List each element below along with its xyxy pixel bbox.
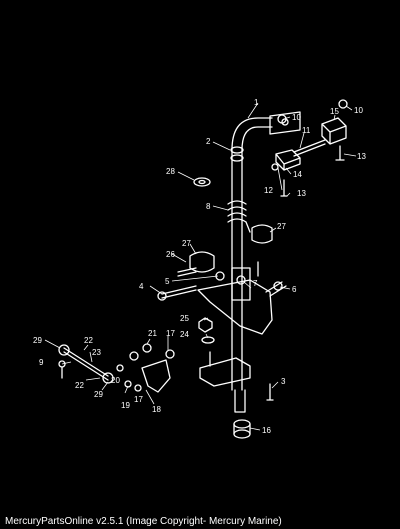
callout-9: 9 [39, 358, 44, 367]
callout-24: 24 [180, 330, 189, 339]
block-14 [275, 149, 301, 171]
callout-6: 6 [292, 285, 297, 294]
callout-23: 23 [92, 348, 101, 357]
fitting-6 [265, 281, 287, 297]
callout-12: 12 [264, 186, 273, 195]
callout-22-b: 22 [75, 381, 84, 390]
callout-18: 18 [152, 405, 161, 414]
copyright-footer: MercuryPartsOnline v2.5.1 (Image Copyrig… [5, 516, 282, 527]
pin-3 [266, 383, 274, 401]
callout-13-a: 13 [297, 189, 306, 198]
cam-18 [141, 359, 171, 393]
callout-1: 1 [254, 98, 259, 107]
hardware-17-20-21 [116, 343, 175, 392]
washer-24 [201, 336, 215, 344]
callout-29-b: 29 [94, 390, 103, 399]
screw-12-13 [271, 163, 288, 197]
nut-10-a [277, 114, 287, 124]
callout-8: 8 [206, 202, 211, 211]
callout-26: 26 [166, 250, 175, 259]
callout-7: 7 [253, 279, 258, 288]
lever-bracket-7 [197, 267, 273, 335]
callout-10-b: 10 [354, 106, 363, 115]
washer-28 [193, 177, 211, 187]
linkage-22-23 [58, 344, 114, 384]
bolt-4 [157, 285, 197, 301]
callout-15: 15 [330, 107, 339, 116]
callout-11: 11 [302, 126, 311, 135]
main-shaft [230, 117, 273, 391]
link-rod-11 [293, 139, 326, 157]
callout-17-a: 17 [166, 329, 175, 338]
callout-13-b: 13 [357, 152, 366, 161]
callout-27-a: 27 [182, 239, 191, 248]
callout-19: 19 [121, 401, 130, 410]
callout-10-a: 10 [292, 113, 301, 122]
callout-labels: 1 2 3 4 5 6 7 8 9 10 10 11 12 13 13 14 1… [33, 98, 366, 435]
callout-29-a: 29 [33, 336, 42, 345]
callout-25: 25 [180, 314, 189, 323]
callout-22-a: 22 [84, 336, 93, 345]
nut-25 [198, 317, 213, 333]
callout-14: 14 [293, 170, 302, 179]
callout-27-b: 27 [277, 222, 286, 231]
nut-10-b [338, 99, 348, 109]
clamp-27 [189, 224, 273, 273]
shaft-collar [234, 389, 246, 413]
screw-26 [177, 267, 197, 277]
screw-9 [58, 360, 66, 379]
callout-2: 2 [206, 137, 211, 146]
bushing-16 [233, 419, 251, 439]
callout-16: 16 [262, 426, 271, 435]
callout-21: 21 [148, 329, 157, 338]
spring-8 [227, 200, 251, 233]
callout-3: 3 [281, 377, 286, 386]
callout-4: 4 [139, 282, 144, 291]
leader-lines [44, 102, 357, 431]
callout-28: 28 [166, 167, 175, 176]
connector-15 [321, 117, 347, 161]
callout-5: 5 [165, 277, 170, 286]
lower-arm-bracket [199, 351, 251, 387]
callout-17-b: 17 [134, 395, 143, 404]
callout-20: 20 [111, 376, 120, 385]
